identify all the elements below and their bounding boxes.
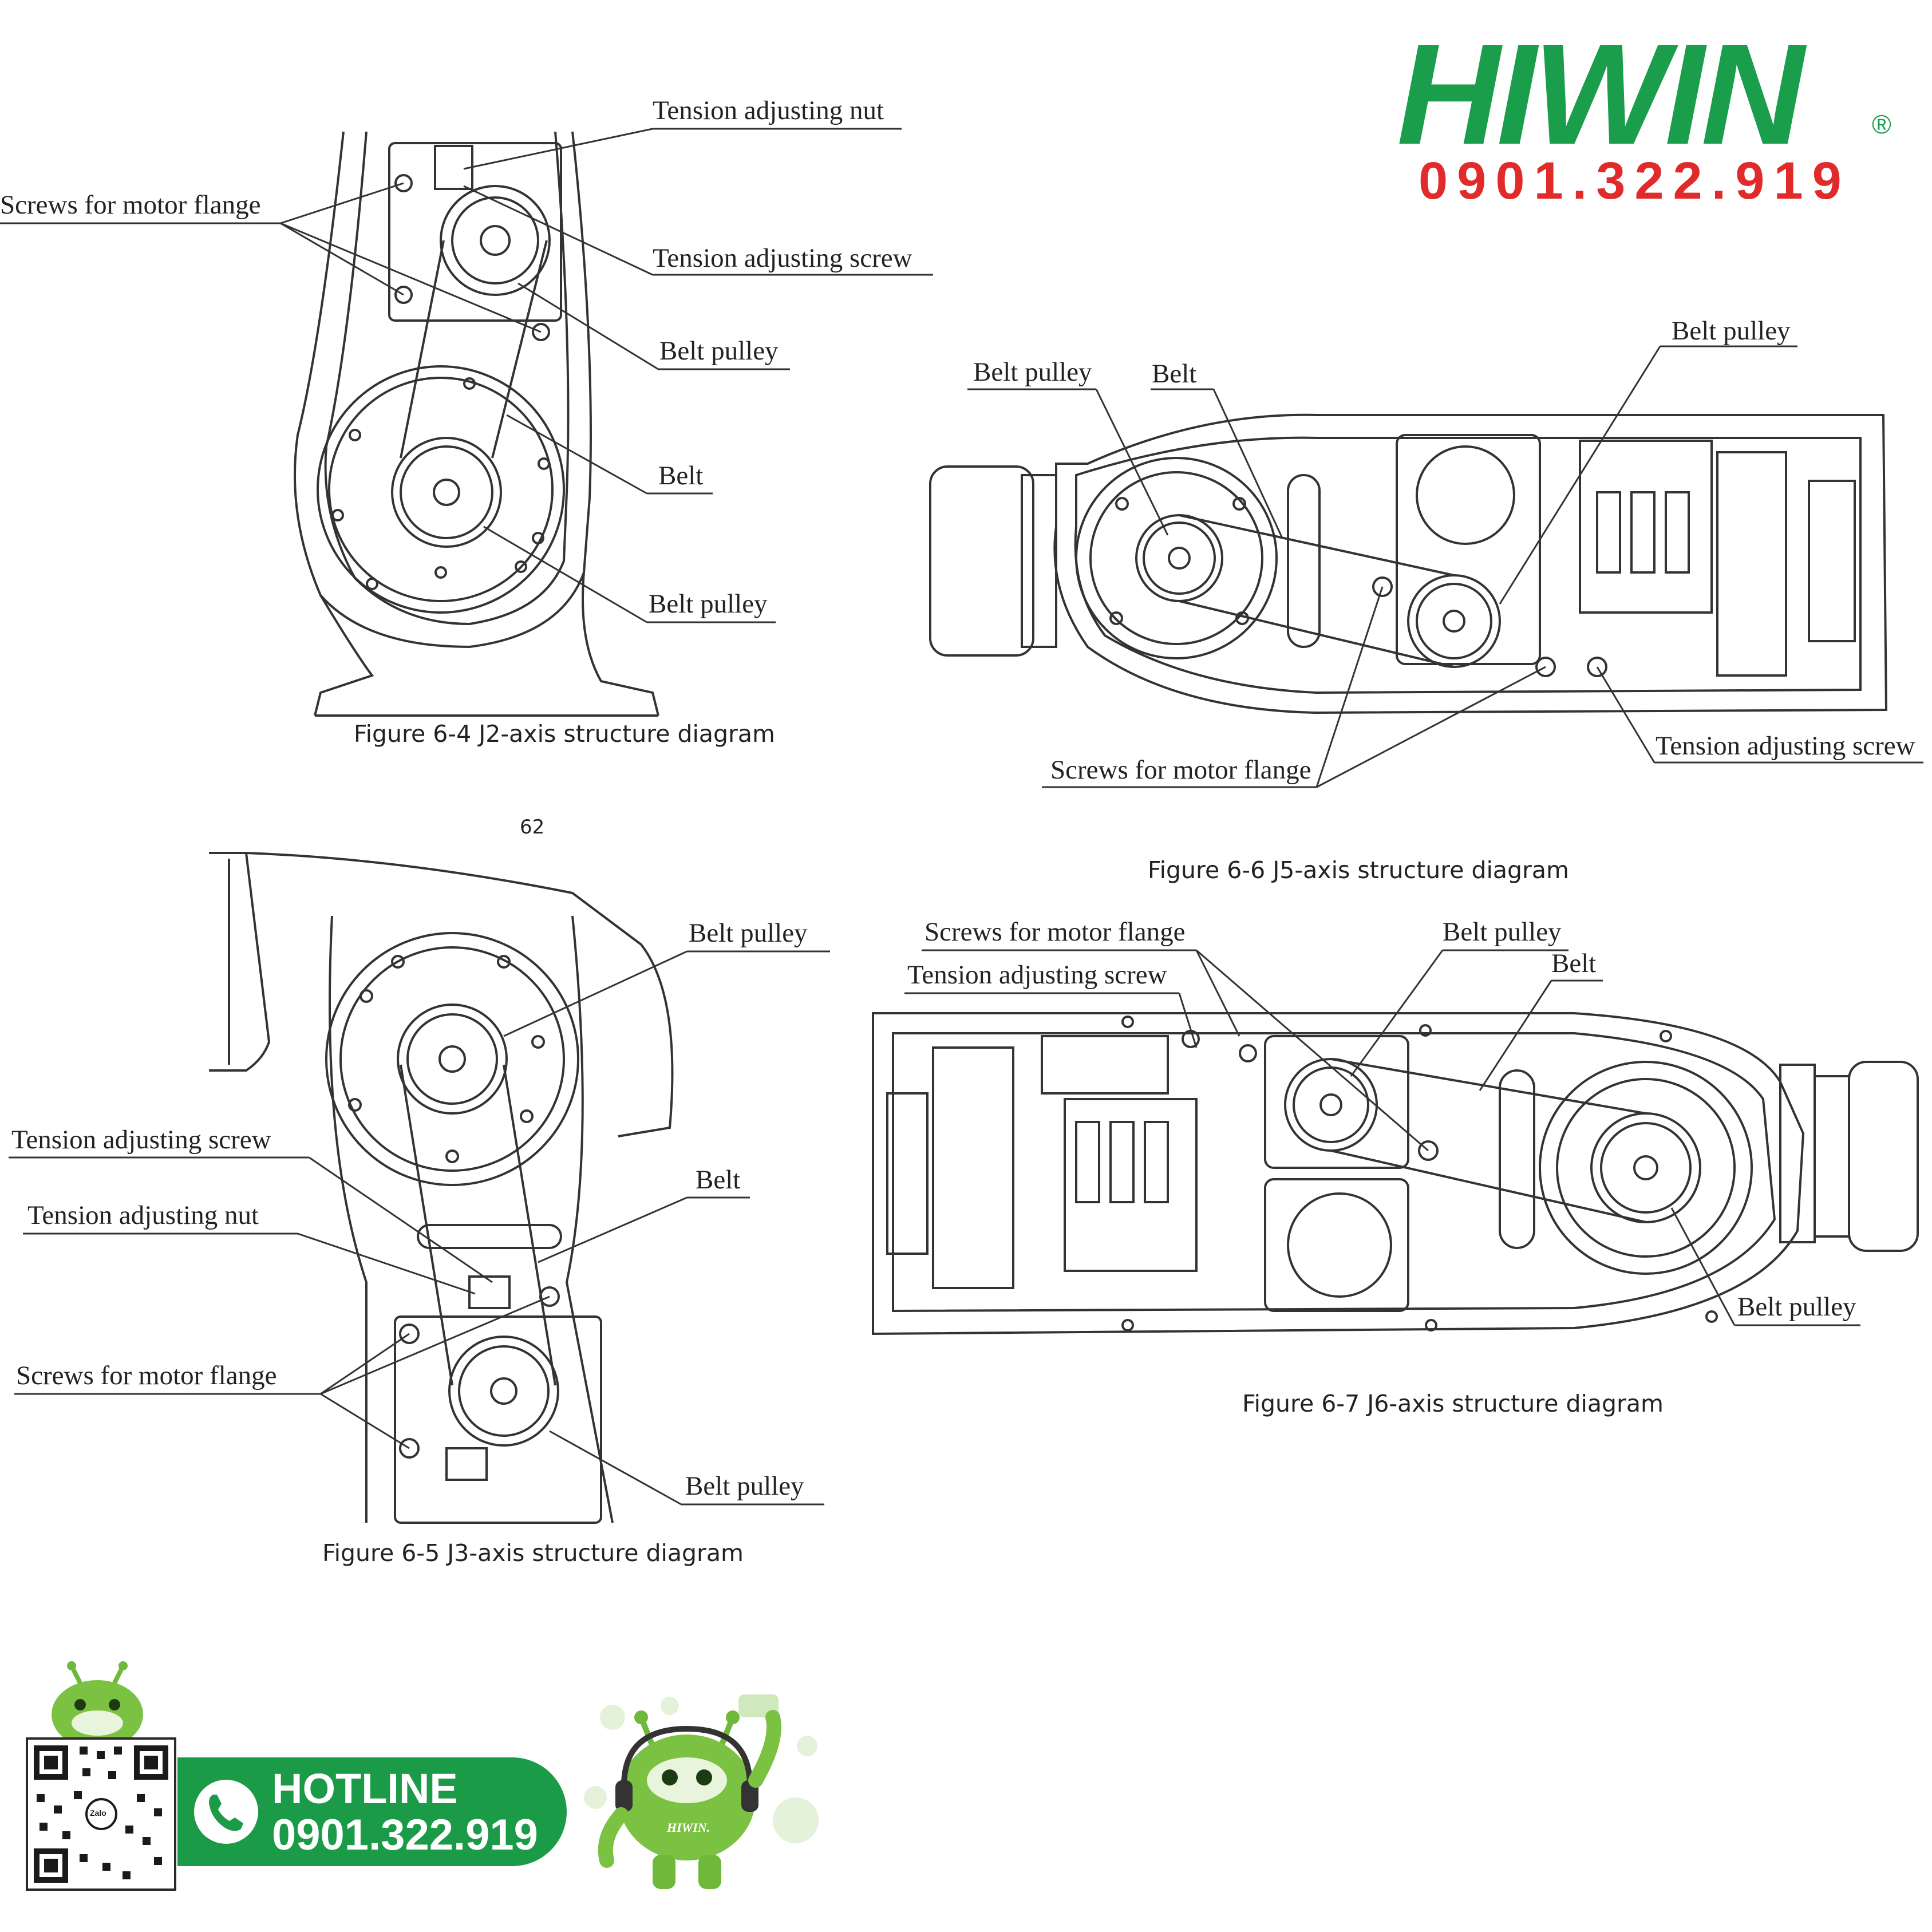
- j3-figure-caption: Figure 6-5 J3-axis structure diagram: [322, 1539, 744, 1567]
- j2-label-screws-motor-flange: Screws for motor flange: [0, 190, 261, 220]
- j6-label-belt: Belt: [1551, 949, 1597, 978]
- mascot-headset-icon: [584, 1694, 819, 1889]
- mascot-logo-text: HIWIN.: [667, 1820, 710, 1835]
- j6-label-screws-motor-flange: Screws for motor flange: [924, 917, 1186, 947]
- j3-label-tension-screw: Tension adjusting screw: [11, 1125, 271, 1155]
- j3-label-tension-nut: Tension adjusting nut: [27, 1200, 259, 1230]
- j5-body-drawing: [929, 413, 1888, 714]
- j5-figure-caption: Figure 6-6 J5-axis structure diagram: [1148, 856, 1569, 884]
- j5-label-tension-screw: Tension adjusting screw: [1656, 731, 1915, 761]
- j2-label-tension-nut: Tension adjusting nut: [653, 96, 884, 125]
- hotline-phone[interactable]: 0901.322.919: [272, 1811, 538, 1859]
- j2-label-belt-pulley-top: Belt pulley: [659, 336, 779, 366]
- j3-label-screws-motor-flange: Screws for motor flange: [16, 1361, 277, 1390]
- j6-figure-caption: Figure 6-7 J6-axis structure diagram: [1242, 1390, 1664, 1417]
- j6-label-belt-pulley-top: Belt pulley: [1443, 917, 1562, 947]
- j3-label-belt-pulley-top: Belt pulley: [689, 918, 808, 948]
- j5-label-belt: Belt: [1152, 359, 1197, 389]
- qr-code[interactable]: Zalo: [26, 1737, 176, 1891]
- qr-mascot-icon: [52, 1661, 143, 1746]
- j5-label-belt-pulley-right: Belt pulley: [1672, 316, 1791, 346]
- qr-zalo-badge: Zalo: [90, 1808, 106, 1818]
- j3-arm-drawing: [209, 852, 674, 1524]
- j2-label-belt: Belt: [658, 461, 704, 491]
- hotline-title: HOTLINE: [272, 1765, 458, 1812]
- j3-label-belt: Belt: [696, 1165, 741, 1195]
- j3-label-belt-pulley-bottom: Belt pulley: [685, 1471, 804, 1501]
- j6-body-drawing: [872, 1012, 1919, 1336]
- j2-figure-caption: Figure 6-4 J2-axis structure diagram: [354, 720, 775, 748]
- hiwin-logo: HIWIN: [1397, 14, 1804, 174]
- registered-mark: ®: [1872, 109, 1891, 139]
- brand-phone: 0901.322.919: [1419, 152, 1851, 210]
- j5-label-screws-motor-flange: Screws for motor flange: [1050, 755, 1311, 785]
- phone-icon: [194, 1780, 258, 1844]
- j2-label-belt-pulley-bottom: Belt pulley: [649, 589, 768, 619]
- page-number: 62: [520, 816, 545, 839]
- j6-label-belt-pulley-bottom: Belt pulley: [1737, 1292, 1856, 1322]
- qr-pattern-icon: [34, 1745, 168, 1883]
- j2-label-tension-screw: Tension adjusting screw: [653, 243, 912, 273]
- j2-arm-drawing: [294, 131, 659, 717]
- j6-label-tension-screw: Tension adjusting screw: [907, 960, 1167, 990]
- j5-label-belt-pulley-left: Belt pulley: [973, 357, 1092, 387]
